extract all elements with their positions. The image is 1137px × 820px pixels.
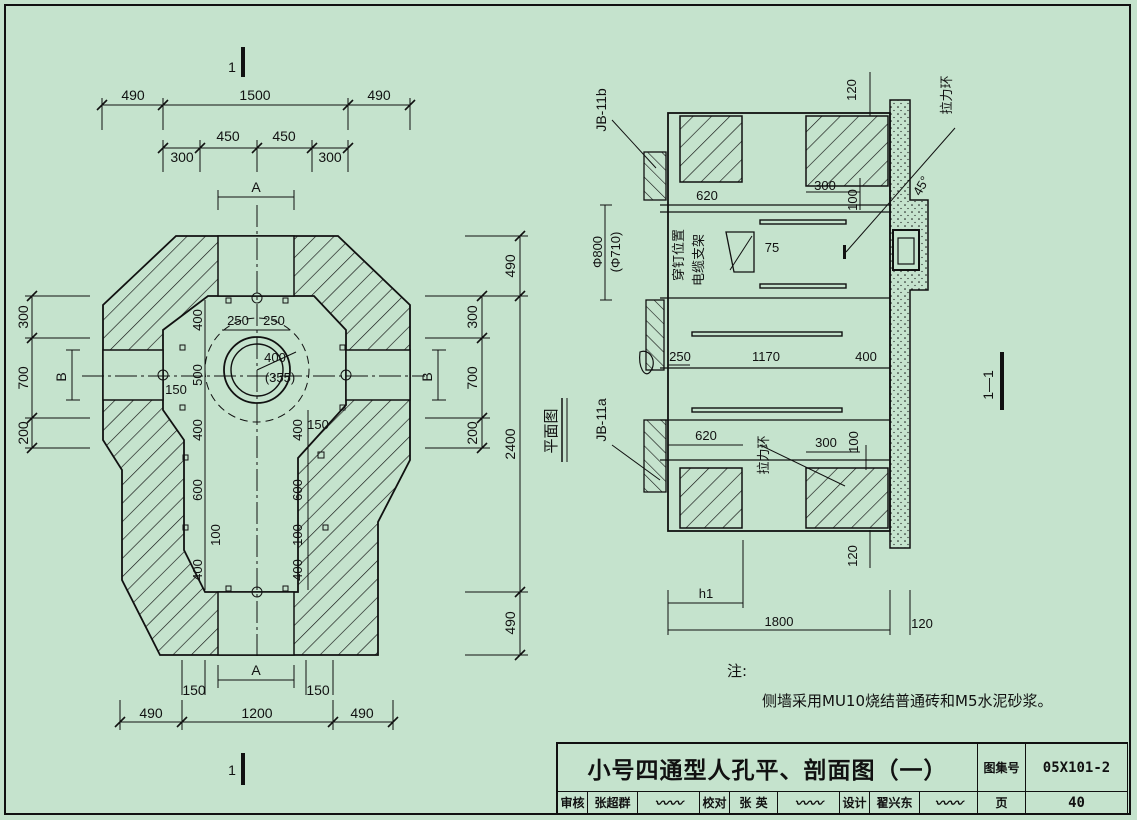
- plan-label: 平面图: [542, 408, 560, 453]
- plan-dim-left-700: 700: [15, 366, 31, 390]
- drawing-title: 小号四通型人孔平、剖面图（一）: [558, 744, 978, 792]
- page-number: 40: [1026, 792, 1128, 814]
- section-dim-bot120: 120: [845, 545, 860, 567]
- plan-dim-small-right: 150: [306, 682, 330, 698]
- plan-section-mark-top: 1: [228, 59, 236, 75]
- plan-dim-r150: 150: [307, 417, 329, 432]
- plan-dim-bottom-outer-left: 490: [139, 705, 163, 721]
- plan-dim-l100: 100: [208, 524, 223, 546]
- plan-dim-inner-left: 300: [170, 149, 194, 165]
- check-label: 校对: [700, 792, 730, 814]
- plan-dim-top-outer-left: 490: [121, 87, 145, 103]
- page-label: 页: [978, 792, 1026, 814]
- section-dia: Φ800: [590, 236, 605, 268]
- plan-dim-right-490a: 490: [502, 254, 518, 278]
- design-label: 设计: [840, 792, 870, 814]
- section-dim-right120: 120: [911, 616, 933, 631]
- review-label: 审核: [558, 792, 588, 814]
- plan-dim-w250b: 250: [263, 313, 285, 328]
- plan-dim-c1: 450: [216, 128, 240, 144]
- title-block: 小号四通型人孔平、剖面图（一） 图集号 05X101-2 审核 张超群 〰〰 校…: [556, 742, 1128, 814]
- plan-dim-right-700: 700: [464, 366, 480, 390]
- plan-dim-l400c: 400: [190, 559, 205, 581]
- section-jb-bottom: JB-11a: [593, 398, 609, 442]
- plan-dim-r400a: 400: [290, 419, 305, 441]
- section-dim-75: 75: [765, 240, 779, 255]
- plan-duct-right: [345, 349, 411, 401]
- section-dim-100b: 100: [846, 431, 861, 453]
- section-nail-label: 穿钉位置: [671, 229, 687, 281]
- plan-dim-r600: 600: [290, 479, 305, 501]
- plan-label-a-top: A: [251, 179, 261, 195]
- plan-label-b-right: B: [419, 372, 435, 381]
- plan-dim-bottom-outer-right: 490: [350, 705, 374, 721]
- atlas-number: 05X101-2: [1026, 744, 1128, 792]
- plan-label-b-left: B: [53, 372, 69, 381]
- section-pull-ring-top: 拉力环: [940, 75, 955, 114]
- review-signature: 〰〰: [638, 792, 700, 814]
- plan-dim-small-left: 150: [182, 682, 206, 698]
- plan-dim-l150: 150: [165, 382, 187, 397]
- check-name: 张 英: [730, 792, 778, 814]
- section-dim-top120: 120: [844, 79, 859, 101]
- plan-dim-top-mid: 1500: [239, 87, 270, 103]
- section-dia-inner: (Φ710): [608, 232, 623, 273]
- plan-dim-right-300: 300: [464, 305, 480, 329]
- plan-dim-l500: 500: [190, 364, 205, 386]
- plan-label-a-bottom: A: [251, 662, 261, 678]
- note-text: 侧墙采用MU10烧结普通砖和M5水泥砂浆。: [762, 692, 1053, 710]
- section-dim-400: 400: [855, 349, 877, 364]
- plan-dim-bottom-mid: 1200: [241, 705, 272, 721]
- plan-cover-dia: 400: [264, 350, 286, 365]
- plan-dim-right-490b: 490: [502, 611, 518, 635]
- review-name: 张超群: [588, 792, 638, 814]
- section-dim-h1: h1: [699, 586, 713, 601]
- sheet-border: [4, 4, 1131, 815]
- section-dim-620a: 620: [696, 188, 718, 203]
- plan-dim-right-2400: 2400: [502, 428, 518, 459]
- section-dim-620b: 620: [695, 428, 717, 443]
- plan-dim-inner-right: 300: [318, 149, 342, 165]
- plan-dim-left-200: 200: [15, 421, 31, 445]
- plan-dim-w250a: 250: [227, 313, 249, 328]
- section-view: 620 300 100 120 75 250 1170 400 620 300 …: [590, 72, 1004, 635]
- plan-duct-top: [217, 235, 295, 297]
- design-signature: 〰〰: [920, 792, 978, 814]
- section-dim-100a: 100: [845, 189, 860, 211]
- section-dim-250: 250: [669, 349, 691, 364]
- plan-section-mark-bottom: 1: [228, 762, 236, 778]
- section-dim-1800: 1800: [765, 614, 794, 629]
- section-mark: 1—1: [980, 370, 996, 400]
- plan-dim-left-300: 300: [15, 305, 31, 329]
- plan-dim-c2: 450: [272, 128, 296, 144]
- design-name: 翟兴东: [870, 792, 920, 814]
- plan-dim-l600: 600: [190, 479, 205, 501]
- plan-dim-l400b: 400: [190, 419, 205, 441]
- section-pull-ring-mid: 拉力环: [757, 435, 772, 474]
- atlas-label: 图集号: [978, 744, 1026, 792]
- check-signature: 〰〰: [778, 792, 840, 814]
- plan-dim-l400a: 400: [190, 309, 205, 331]
- plan-duct-left: [102, 349, 164, 401]
- plan-cover-dia-inner: (355): [265, 370, 295, 385]
- section-dim-300b: 300: [815, 435, 837, 450]
- plan-dim-r100: 100: [290, 524, 305, 546]
- section-dim-1170: 1170: [752, 349, 780, 364]
- plan-view: 490 1500 490 300 450 450 300 A A 150 150…: [15, 47, 568, 785]
- section-dim-300a: 300: [814, 178, 836, 193]
- plan-dim-right-200: 200: [464, 421, 480, 445]
- plan-dim-r400b: 400: [290, 559, 305, 581]
- note-heading: 注:: [727, 662, 747, 680]
- section-bracket-label: 电缆支架: [691, 234, 707, 286]
- plan-dim-top-outer-right: 490: [367, 87, 391, 103]
- plan-duct-bottom: [217, 591, 295, 656]
- section-angle: 45°: [910, 173, 933, 198]
- section-jb-top: JB-11b: [593, 88, 609, 132]
